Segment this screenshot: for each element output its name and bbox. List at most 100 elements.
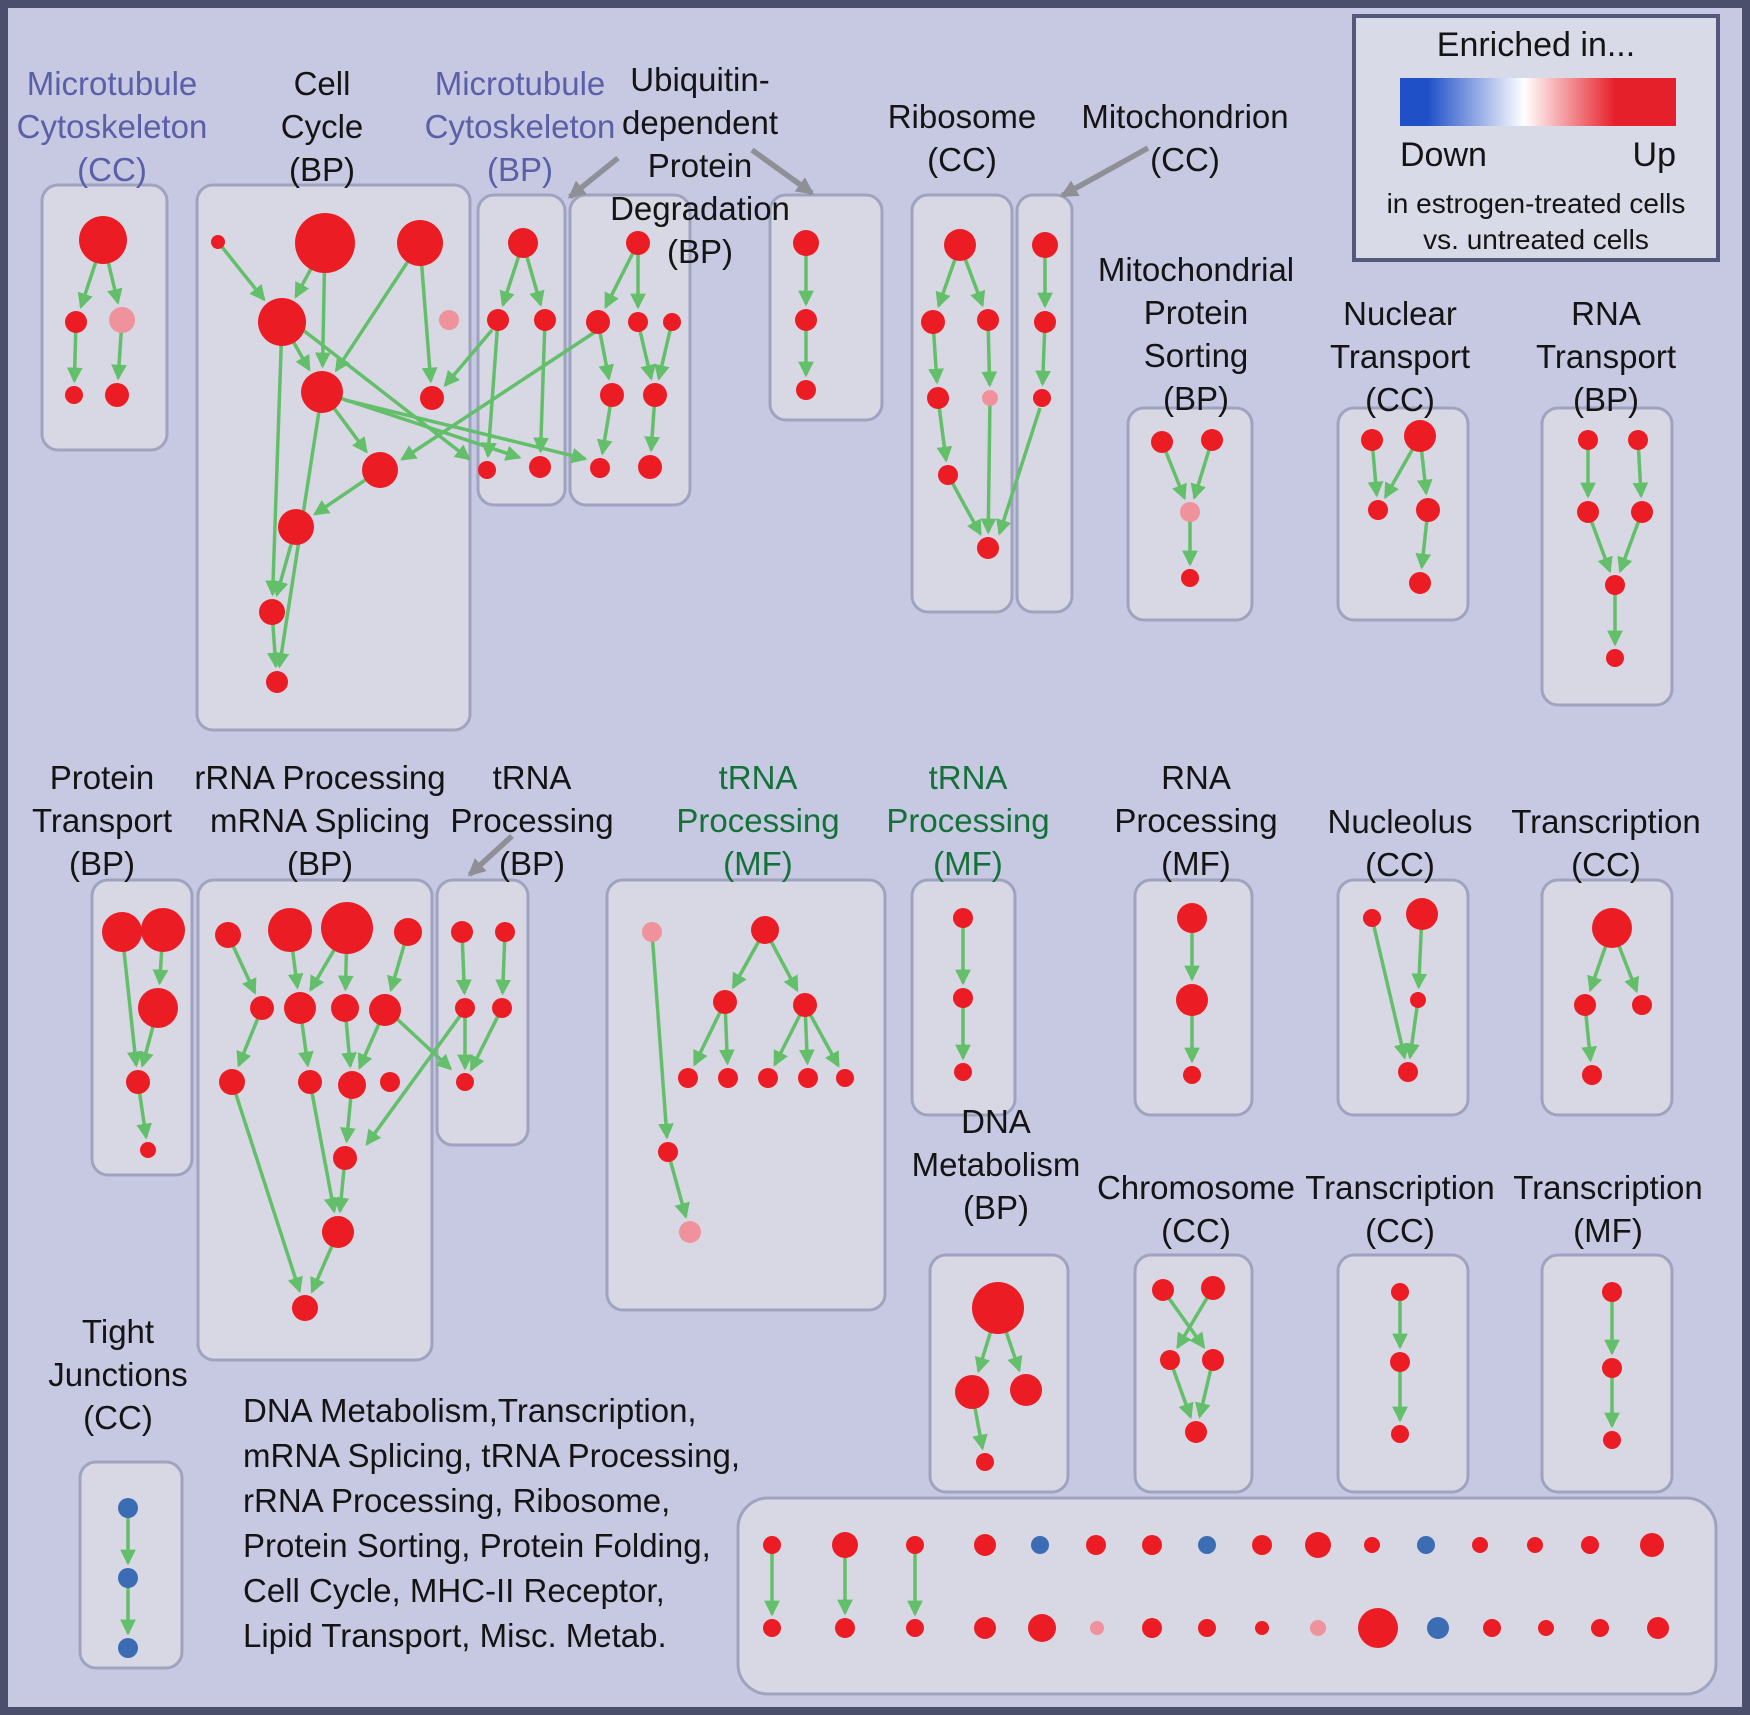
gene-node [1390,1352,1410,1372]
cluster-box-nucleolus-cc [1336,878,1470,1117]
network-edge [946,474,982,537]
gene-node [268,908,312,952]
gene-node [1398,1062,1418,1082]
gene-node [529,456,551,478]
gene-node [1606,649,1624,667]
gene-node [1483,1619,1501,1637]
gene-node [1527,1537,1543,1553]
gene-node [369,994,401,1026]
gene-node [1574,994,1596,1016]
network-edge [120,931,143,1068]
gene-node [976,1453,994,1471]
gene-node [974,1534,996,1556]
gene-node [1185,1421,1207,1443]
gene-node [1404,420,1436,452]
cross-cluster-edge [996,407,1042,536]
network-edge [334,242,422,373]
gene-node [1391,1283,1409,1301]
gene-node [534,309,556,331]
gene-node [982,390,998,406]
gene-node [141,908,185,952]
network-edge [650,931,674,1140]
misc-list-line: DNA Metabolism,Transcription, [243,1392,697,1429]
misc-list-line: Lipid Transport, Misc. Metab. [243,1617,667,1654]
gene-node [832,1532,858,1558]
gene-node [1591,1619,1609,1637]
gene-node [927,387,949,409]
gene-node [1602,1282,1622,1302]
gene-node [109,307,135,333]
cluster-box-tight-junctions-cc [78,1460,184,1670]
network-edge [1168,1359,1194,1420]
gene-node [495,922,515,942]
legend-down-label: Down [1400,136,1487,174]
gene-node [1310,1620,1326,1636]
gene-node [301,371,343,413]
gene-node [1358,1608,1398,1648]
gene-node [944,229,976,261]
gene-node [977,537,999,559]
cross-cluster-edge [400,328,599,461]
misc-list-line: rRNA Processing, Ribosome, [243,1482,671,1519]
cluster-box-transcription-cc-upper [1540,878,1674,1117]
gene-node [793,230,819,256]
gene-node [1538,1620,1554,1636]
gene-node [1090,1621,1104,1635]
cluster-box-microtubule-cytoskeleton-cc [40,183,169,452]
gene-node [600,383,624,407]
gene-node [1427,1617,1449,1639]
cross-cluster-edge [339,396,522,461]
network-edge [654,321,674,381]
legend-box: Enriched in... Down Up in estrogen-treat… [1352,14,1720,262]
gene-node [258,298,306,346]
cross-cluster-edge [365,1014,462,1146]
gene-node [292,1295,318,1321]
gene-node [678,1068,698,1088]
network-edge [495,931,511,996]
gene-node [658,1142,678,1162]
gene-node [1581,1536,1599,1554]
gene-node [478,461,496,479]
gene-node [1409,572,1431,594]
gene-node [278,509,314,545]
gene-node [1198,1619,1216,1637]
gene-node [751,916,779,944]
cluster-box-chromosome-cc [1133,1253,1254,1494]
gene-node [1031,1536,1049,1554]
gene-node [1160,1350,1180,1370]
gene-node [105,383,129,407]
gene-node [974,1617,996,1639]
legend-subtitle-line1: in estrogen-treated cells [1386,188,1686,219]
gene-node [836,1069,854,1087]
gene-node [1086,1535,1106,1555]
cross-cluster-edge [301,328,471,461]
gene-node [642,922,662,942]
network-edge [533,319,549,454]
gene-node [1577,501,1599,523]
gene-node [763,1619,781,1637]
gene-node [487,309,509,331]
gene-node [1034,311,1056,333]
gene-node [397,220,443,266]
gene-node [1647,1617,1669,1639]
gene-node [1602,1358,1622,1378]
gene-node [1406,898,1438,930]
gene-node [451,921,473,943]
gene-node [259,599,285,625]
misc-terms-list: DNA Metabolism,Transcription,mRNA Splici… [243,1388,740,1658]
gene-node [455,998,475,1018]
network-edge [230,1081,303,1294]
cluster-box-trna-processing-mf-large [605,878,887,1312]
gene-node [298,1070,322,1094]
gene-node [1640,1533,1664,1557]
gene-node [1180,502,1200,522]
gene-node [1416,498,1440,522]
gene-node [1603,1431,1621,1449]
cluster-box-mixed-terms [736,1496,1718,1696]
gene-node [492,998,512,1018]
gene-node [796,380,816,400]
network-edge [1370,917,1410,1060]
gene-node [643,383,667,407]
gene-node [1578,430,1598,450]
gene-node [626,231,650,255]
